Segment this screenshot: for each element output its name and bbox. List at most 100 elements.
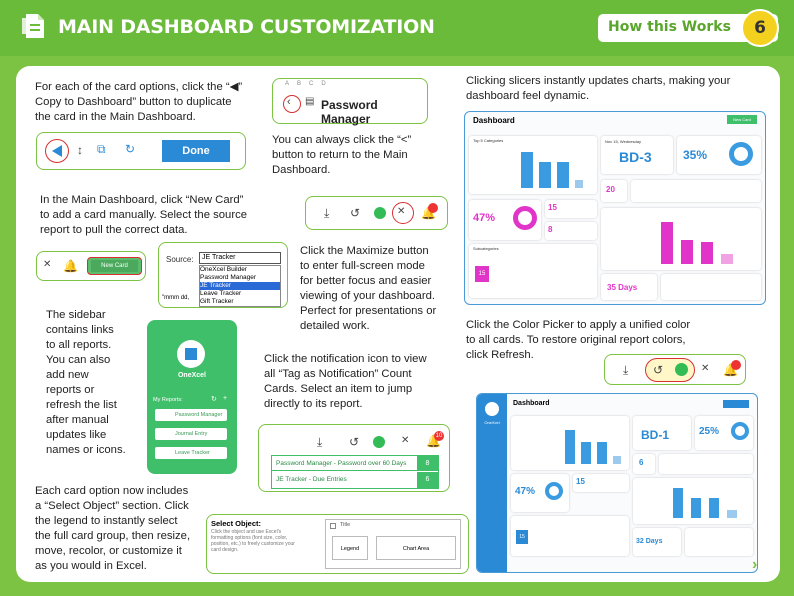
sidebar-reports-label: My Reports: [153, 397, 183, 403]
notification-count: 8 [417, 456, 438, 471]
notification-badge [731, 360, 741, 370]
color-picker-icon[interactable] [675, 363, 688, 376]
sidebar-item-journal-entry[interactable]: Journal Entry [155, 428, 227, 440]
notification-example: ⤓ ↺ ✕ 🔔 10 Password Manager - Password o… [258, 424, 450, 492]
notification-badge [428, 203, 438, 213]
back-description: You can always click the “<”button to re… [272, 134, 412, 176]
history-icon[interactable]: ↺ [350, 206, 361, 220]
back-button-example: ABCD ‹ ▤ Password Manager [272, 78, 428, 126]
source-option-selected[interactable]: JE Tracker [200, 282, 280, 290]
download-icon[interactable]: ⤓ [324, 206, 330, 220]
select-object-title: Select Object: [211, 519, 262, 528]
maximize-icon[interactable]: ✕ [401, 435, 410, 446]
chart-area-button[interactable]: Chart Area [376, 536, 456, 560]
new-card-button[interactable]: New Card [727, 115, 757, 124]
history-icon[interactable]: ↺ [653, 363, 664, 377]
maximize-toolbar-example: ⤓ ↺ ✕ 🔔 [305, 196, 448, 230]
sidebar-item-password-manager[interactable]: Password Manager [155, 409, 227, 421]
dash2-title: Dashboard [513, 400, 550, 407]
copy-line: Copy to Dashboard” button to duplicate [35, 96, 232, 108]
back-chevron-icon[interactable]: ‹ [287, 96, 291, 108]
source-fragment: "mmm dd, [162, 295, 190, 301]
how-this-works-badge: How this Works 6 [598, 9, 779, 47]
title-checkbox[interactable] [330, 523, 336, 529]
notification-item[interactable]: JE Tracker - Due Entries [276, 476, 347, 483]
source-option[interactable]: OneXcel Builder [200, 266, 247, 273]
source-dropdown-example: Source: JE Tracker OneXcel Builder Passw… [158, 242, 288, 308]
how-label: How this Works [608, 19, 731, 35]
copy-line: For each of the card options, click the … [35, 81, 243, 93]
new-card-button[interactable]: New Card [91, 260, 138, 272]
dashboard-screenshot-1: Dashboard New Card Top 5 Categories Nov … [464, 111, 766, 305]
sidebar-example: OneXcel My Reports: ↻ + Password Manager… [147, 320, 237, 474]
document-logo-icon [22, 14, 44, 38]
refresh-icon[interactable]: ↻ [211, 396, 217, 403]
duplicate-icon[interactable]: ⧉ [97, 142, 106, 156]
dashboard-screenshot-2: OneXcel Dashboard BD-1 25% 47% 15 6 15 3… [476, 393, 758, 573]
bell-icon[interactable]: 🔔 [63, 259, 78, 273]
download-icon[interactable]: ⤓ [623, 363, 629, 377]
subcategories-card: Subcategories 15 [469, 244, 597, 298]
column-letters: ABCD [285, 81, 334, 87]
app-logo-icon [185, 348, 197, 360]
source-option[interactable]: Password Manager [200, 274, 256, 281]
page-title: MAIN DASHBOARD CUSTOMIZATION [58, 16, 435, 38]
sidebar-app-name: OneXcel [177, 372, 206, 379]
header-bar: MAIN DASHBOARD CUSTOMIZATION How this Wo… [0, 0, 794, 56]
payments-card [631, 180, 761, 202]
maximize-icon[interactable]: ✕ [43, 259, 52, 270]
select-object-chart: Title Legend Chart Area [325, 519, 461, 569]
color-picker-description: Click the Color Picker to apply a unifie… [466, 319, 691, 361]
pct2-card: 47% [469, 200, 541, 240]
resize-icon[interactable]: ↕ [77, 143, 83, 157]
notification-list: Password Manager - Password over 60 Days… [271, 455, 439, 489]
percent-card: 35% [677, 136, 761, 174]
new-card-toolbar: ✕ 🔔 New Card [36, 251, 146, 281]
source-label: Source: [166, 255, 194, 264]
color-picker-toolbar: ⤓ ↺ ✕ 🔔 [604, 354, 746, 385]
key-icon: ▤ [305, 96, 315, 107]
history-icon[interactable]: ↺ [349, 435, 360, 449]
back-highlight [283, 95, 301, 113]
top-categories-card-2 [601, 208, 761, 270]
add-report-icon[interactable]: + [223, 395, 228, 402]
slicer-description: Clicking slicers instantly updates chart… [466, 75, 731, 102]
color-picker-icon[interactable] [374, 207, 386, 219]
maximize-icon[interactable]: ✕ [701, 363, 710, 374]
notification-badge: 10 [434, 431, 444, 441]
dash1-title: Dashboard [473, 116, 515, 125]
source-select[interactable]: JE Tracker [199, 252, 281, 264]
source-options: OneXcel Builder Password Manager JE Trac… [199, 265, 281, 307]
title-checkbox-label: Title [340, 522, 351, 528]
maximize-icon[interactable]: ✕ [397, 206, 406, 217]
password-manager-label: Password Manager [321, 98, 378, 126]
notification-count: 6 [417, 472, 438, 488]
source-option[interactable]: Gift Tracker [200, 298, 234, 305]
source-option[interactable]: Leave Tracker [200, 290, 242, 297]
maximize-highlight [392, 202, 414, 224]
color-picker-icon[interactable] [373, 436, 385, 448]
legend-button[interactable]: Legend [332, 536, 368, 560]
copy-instructions: For each of the card options, click the … [35, 80, 275, 125]
new-card-instructions: In the Main Dashboard, click “New Card”t… [40, 194, 248, 236]
top-categories-card: Top 5 Categories [469, 136, 597, 194]
sidebar-item-leave-tracker[interactable]: Leave Tracker [155, 447, 227, 459]
copy-to-dashboard-icon[interactable] [50, 144, 64, 158]
copy-highlight [45, 139, 69, 163]
copy-toolbar-example: ↕ ⧉ ↻ Done [36, 132, 246, 170]
date-card: Nov 15, Wednesday BD-3 [601, 136, 673, 174]
dash2-sidebar: OneXcel [477, 394, 507, 572]
refresh-icon[interactable]: ↻ [125, 142, 136, 156]
next-arrow-icon[interactable]: › [752, 556, 758, 573]
copy-line: the card in the Main Dashboard. [35, 111, 196, 123]
done-button[interactable]: Done [162, 140, 230, 162]
notification-item[interactable]: Password Manager - Password over 60 Days [272, 456, 417, 471]
select-object-example: Select Object: Click the object and use … [206, 514, 469, 574]
download-icon[interactable]: ⤓ [317, 435, 323, 449]
step-number: 6 [741, 9, 779, 47]
